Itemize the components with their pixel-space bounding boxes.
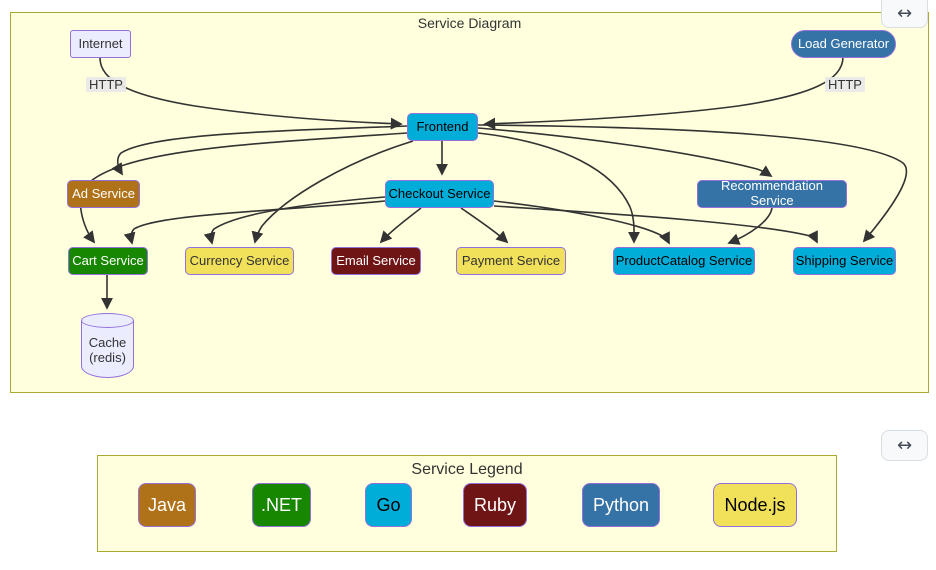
node-email-service: Email Service <box>331 247 421 275</box>
legend-item-nodejs: Node.js <box>713 483 797 527</box>
horizontal-resize-icon: ↔ <box>896 435 913 456</box>
node-cache: Cache (redis) <box>81 313 134 378</box>
node-payment-service: Payment Service <box>456 247 566 275</box>
legend-item-ruby: Ruby <box>463 483 527 527</box>
legend-title: Service Legend <box>411 461 523 478</box>
legend-item-net: .NET <box>252 483 311 527</box>
legend-item-python: Python <box>582 483 660 527</box>
legend-item-go: Go <box>365 483 412 527</box>
node-cart-service: Cart Service <box>68 247 148 275</box>
node-load-generator: Load Generator <box>791 30 896 58</box>
legend-item-java: Java <box>138 483 196 527</box>
node-shipping-service: Shipping Service <box>793 247 896 275</box>
cylinder-body <box>81 320 134 378</box>
node-internet: Internet <box>70 30 131 58</box>
horizontal-resize-icon: ↔ <box>896 3 913 24</box>
node-label: Cache (redis) <box>88 334 127 365</box>
expand-legend-button[interactable]: ↔ <box>881 430 928 461</box>
node-recommendation-service: Recommendation Service <box>697 178 847 208</box>
node-ad-service: Ad Service <box>67 180 140 208</box>
node-currency-service: Currency Service <box>185 247 294 275</box>
diagram-title: Service Diagram <box>417 15 522 31</box>
edge-label-http: HTTP <box>825 77 865 92</box>
edge-label-http: HTTP <box>86 77 126 92</box>
node-checkout-service: Checkout Service <box>385 180 494 208</box>
node-frontend: Frontend <box>407 113 478 141</box>
expand-diagram-button[interactable]: ↔ <box>881 0 928 28</box>
cylinder-top <box>81 313 134 328</box>
node-productcatalog-service: ProductCatalog Service <box>613 247 755 275</box>
